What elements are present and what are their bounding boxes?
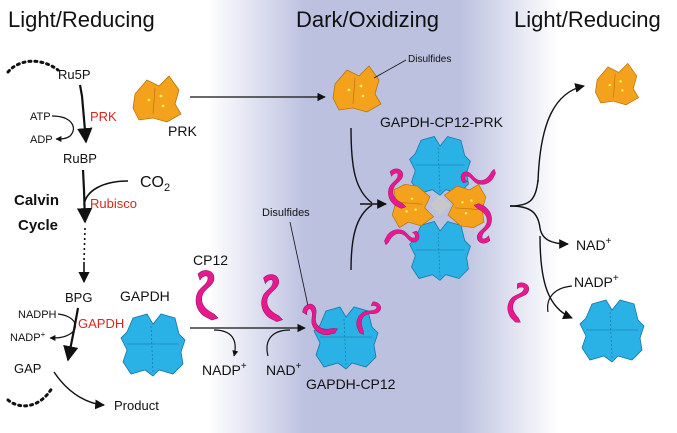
gapdh-released-protein <box>579 299 645 363</box>
product-label: Product <box>114 398 159 413</box>
nadp-cycle-label: NADP+ <box>10 330 46 344</box>
complex-large-label: GAPDH-CP12-PRK <box>380 114 504 130</box>
co2-subscript: 2 <box>164 182 170 194</box>
complex-small-label: GAPDH-CP12 <box>306 376 396 392</box>
co2-label: CO2 <box>140 174 170 194</box>
rubisco-enzyme-label: Rubisco <box>90 196 137 211</box>
nad-right-label: NAD+ <box>576 236 612 253</box>
gapdh-cp12-prk-complex <box>384 136 496 281</box>
cycle-dotted-top <box>6 59 60 74</box>
cp12-label: CP12 <box>193 252 228 268</box>
gapdh-label: GAPDH <box>120 288 170 304</box>
nadph-label: NADPH <box>18 309 57 321</box>
atp-label: ATP <box>30 111 51 123</box>
disulfides-top-label: Disulfides <box>408 54 451 65</box>
heading-middle: Dark/Oxidizing <box>296 7 439 32</box>
calvin-title: Calvin <box>14 192 59 209</box>
cycle-dotted-bottom <box>6 386 54 408</box>
dark-oxidizing-band <box>208 0 558 433</box>
ru5p-label: Ru5P <box>58 67 91 82</box>
heading-left: Light/Reducing <box>8 7 155 32</box>
dissociation-to-gapdh-arrow <box>539 235 573 320</box>
adp-label: ADP <box>30 134 53 146</box>
gapdh-enzyme-label: GAPDH <box>78 316 124 331</box>
prk-protein <box>132 75 182 123</box>
cycle-dotted-middle <box>83 227 86 263</box>
dissociation-to-nad-arrow <box>509 205 569 249</box>
gapdh-protein <box>120 313 186 377</box>
disulfides-mid-label: Disulfides <box>262 207 310 219</box>
nadp-right-label: NADP+ <box>574 273 619 290</box>
nadph-curve <box>49 313 76 341</box>
rubp-label: RuBP <box>63 151 97 166</box>
cp12-to-complex-arrow <box>350 204 373 271</box>
prk-released-protein <box>594 62 640 106</box>
disulfides-top-pointer <box>373 59 407 79</box>
nad-bind-label: NAD+ <box>266 361 302 378</box>
bpg-label: BPG <box>65 290 92 305</box>
prk-enzyme-label: PRK <box>90 109 117 124</box>
nadp-release-label: NADP+ <box>202 361 247 378</box>
gap-label: GAP <box>14 361 41 376</box>
nadp-bind-right-curve <box>547 285 573 313</box>
co2-curve <box>83 180 129 206</box>
nadp-release-curve <box>213 329 239 357</box>
prk-to-complex-arrow <box>350 127 373 204</box>
prk-step-arrow <box>77 84 93 144</box>
heading-right: Light/Reducing <box>514 7 661 32</box>
nad-bind-curve <box>266 329 291 357</box>
atp-adp-curve <box>51 115 74 142</box>
cycle-title: Cycle <box>18 217 58 234</box>
product-arrow <box>53 371 105 410</box>
rubisco-step-arrow <box>76 169 93 224</box>
dissociation-to-prk-arrow <box>537 83 585 183</box>
prk-protein-label: PRK <box>168 123 197 139</box>
disulfides-mid-pointer <box>289 221 309 307</box>
